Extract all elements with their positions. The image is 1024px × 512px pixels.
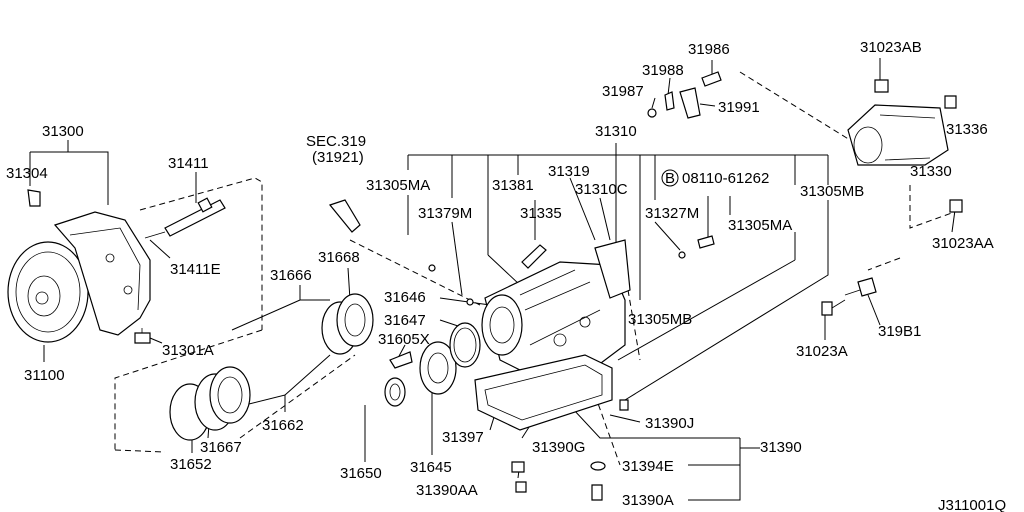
bolt-31304 (27, 189, 41, 207)
label-31652: 31652 (170, 456, 212, 473)
gasket-31646 (449, 322, 481, 368)
pin-31986 (701, 71, 722, 87)
bolt-marker-letter: B (665, 170, 675, 187)
label-31301a: 31301A (162, 342, 214, 359)
assembly-lines (114, 71, 961, 466)
drawing-code: J311001Q (938, 497, 1006, 512)
label-31646: 31646 (384, 289, 426, 306)
label-31305ma-left: 31305MA (366, 177, 430, 194)
label-31305ma-right: 31305MA (728, 217, 792, 234)
label-31647: 31647 (384, 312, 426, 329)
label-31379m: 31379M (418, 205, 472, 222)
rear-extension (847, 104, 949, 166)
section-ref: SEC.319 (306, 133, 366, 150)
label-31390: 31390 (760, 439, 802, 456)
lever-31991 (679, 87, 701, 119)
label-31305mb-inner: 31305MB (628, 311, 692, 328)
label-31023a: 31023A (796, 343, 848, 360)
label-31667: 31667 (200, 439, 242, 456)
label-319b1: 319B1 (878, 323, 921, 340)
label-31666: 31666 (270, 267, 312, 284)
label-31645: 31645 (410, 459, 452, 476)
shaft-31411 (144, 197, 226, 239)
nut-31987 (647, 108, 657, 118)
fastener-31336 (944, 95, 957, 109)
clutch-pack-31652 (169, 366, 251, 441)
label-08110-61262: 08110-61262 (682, 170, 769, 187)
sensor-31981 (844, 277, 877, 297)
label-31411: 31411 (168, 155, 209, 172)
fastener-31023aa (949, 199, 963, 213)
label-31397: 31397 (442, 429, 484, 446)
label-31304: 31304 (6, 165, 48, 182)
pipe-31319 (328, 199, 547, 269)
label-31300: 31300 (42, 123, 84, 140)
label-31310: 31310 (595, 123, 637, 140)
label-31605x: 31605X (378, 331, 430, 348)
fastener-31023ab (874, 79, 889, 93)
label-31390aa: 31390AA (416, 482, 478, 499)
label-31988: 31988 (642, 62, 684, 79)
label-31662: 31662 (262, 417, 304, 434)
label-31327m: 31327M (645, 205, 699, 222)
label-31390g: 31390G (532, 439, 585, 456)
bolt-31023a (821, 299, 846, 316)
bolt-marker: B (661, 169, 679, 187)
label-31336: 31336 (946, 121, 988, 138)
label-31310c: 31310C (575, 181, 628, 198)
converter-housing (53, 211, 151, 336)
label-31668: 31668 (318, 249, 360, 266)
label-31100: 31100 (24, 367, 65, 384)
pump-31645 (419, 341, 457, 395)
clip-31988 (664, 91, 675, 111)
bracket-31605x (389, 351, 413, 369)
small-fasteners (428, 235, 715, 306)
label-31987: 31987 (602, 83, 644, 100)
label-31319: 31319 (548, 163, 590, 180)
label-31023aa: 31023AA (932, 235, 994, 252)
label-31650: 31650 (340, 465, 382, 482)
bolt-31301a (134, 328, 151, 344)
label-31305mb-right: 31305MB (800, 183, 864, 200)
section-sub: (31921) (312, 149, 364, 166)
pan-fasteners (511, 399, 629, 501)
label-31390j: 31390J (645, 415, 694, 432)
transmission-case (481, 239, 631, 381)
label-31335: 31335 (520, 205, 562, 222)
torque-converter (7, 241, 89, 343)
leader-lines (29, 58, 956, 501)
label-31411e: 31411E (170, 261, 221, 278)
label-31330: 31330 (910, 163, 952, 180)
label-31023ab: 31023AB (860, 39, 922, 56)
seal-31650 (384, 377, 406, 407)
label-31991: 31991 (718, 99, 760, 116)
label-31394e: 31394E (622, 458, 674, 475)
label-31390a: 31390A (622, 492, 674, 509)
oil-pan (474, 354, 613, 431)
label-31381: 31381 (492, 177, 534, 194)
part-labels: 31300 31304 31100 31411 31411E 31301A 31… (6, 39, 1006, 512)
label-31986: 31986 (688, 41, 730, 58)
clutch-pack-31668 (321, 293, 374, 355)
